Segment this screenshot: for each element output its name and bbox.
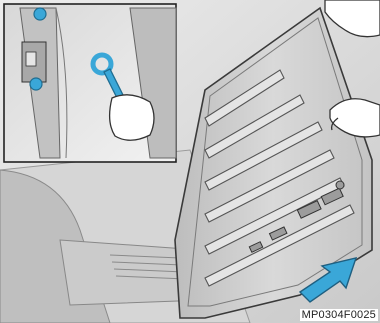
hand-icon: [110, 95, 154, 140]
towing-eyelet-icon: [34, 8, 46, 20]
inset-detail: [4, 4, 176, 162]
figure-code: MP0304F0025: [300, 309, 378, 321]
